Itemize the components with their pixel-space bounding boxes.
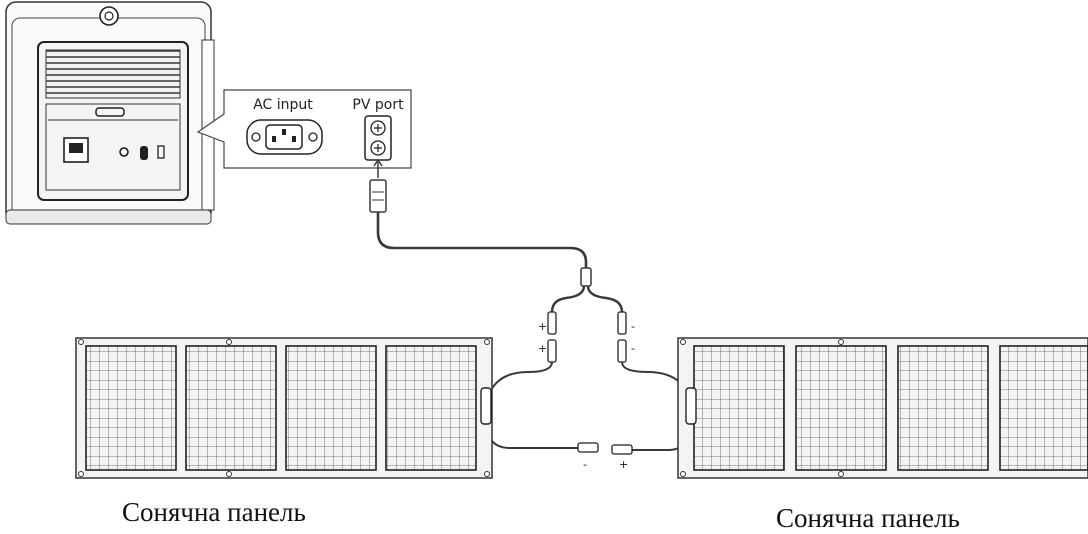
branch-right-minus-2: - xyxy=(631,342,635,355)
power-station xyxy=(5,1,224,225)
solar-panel-left xyxy=(75,337,493,479)
pv-cable xyxy=(369,158,592,287)
connector-minus-label: - xyxy=(583,458,587,471)
connector-plus-label: + xyxy=(619,458,628,471)
ac-input-port xyxy=(246,119,323,155)
branch-left-plus-1: + xyxy=(538,320,547,333)
junction-box-left xyxy=(480,387,492,425)
handle-knob-icon xyxy=(99,6,119,26)
junction-box-right xyxy=(685,387,697,425)
vent-grille xyxy=(45,49,181,99)
y-branches xyxy=(550,285,624,313)
inline-connectors xyxy=(577,442,633,455)
mc4-connectors xyxy=(547,311,627,363)
ac-input-label: AC input xyxy=(253,97,313,113)
branch-left-plus-2: + xyxy=(538,342,547,355)
left-panel-caption: Сонячна панель xyxy=(122,497,306,527)
power-button-icon xyxy=(119,147,129,157)
branch-right-minus-1: - xyxy=(631,320,635,333)
pv-plug xyxy=(369,179,387,213)
port-callout: AC input PV port xyxy=(196,89,412,169)
y-splitter xyxy=(580,267,592,287)
pv-port xyxy=(364,115,392,161)
panel-cables xyxy=(485,361,693,451)
solar-panel-right xyxy=(677,337,1088,479)
right-panel-caption: Сонячна панель xyxy=(776,503,960,533)
pv-port-label: PV port xyxy=(352,97,404,113)
